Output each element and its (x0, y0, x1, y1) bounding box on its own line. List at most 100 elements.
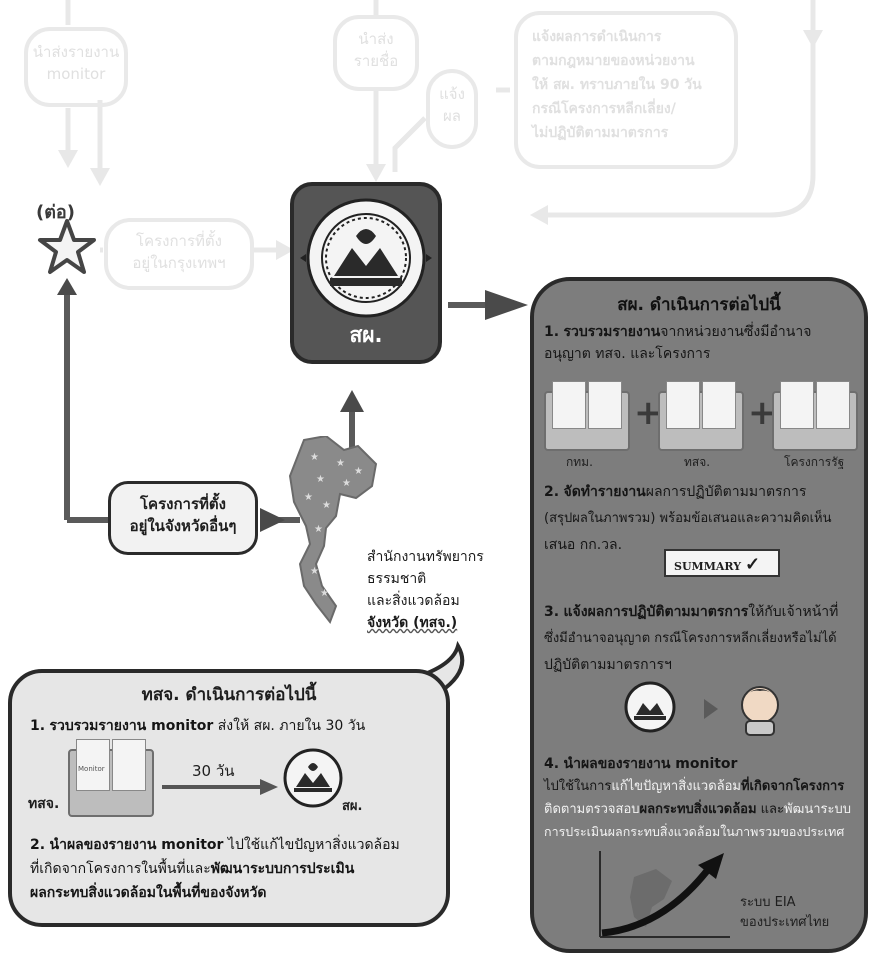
right-step3-bold: แจ้งผลการปฏิบัติตามมาตรการ (563, 604, 749, 620)
svg-text:★: ★ (314, 524, 323, 535)
right-step4-line3d: พัฒนาระบบ (784, 802, 851, 817)
folder-provincial-icon (658, 381, 744, 451)
svg-text:★: ★ (316, 474, 325, 485)
provincial-office-line4: จังหวัด (ทสจ.) (367, 615, 458, 631)
left-from-label: ทสจ. (28, 796, 60, 812)
left-step2-line3: ผลกระทบสิ่งแวดล้อมในพื้นที่ของจังหวัด (30, 885, 267, 901)
svg-text:★: ★ (322, 500, 331, 511)
faded-send-monitor-line1: นำส่งรายงาน (32, 43, 120, 61)
svg-text:★: ★ (354, 466, 363, 477)
right-step4-line3c: และ (756, 802, 785, 817)
provincial-office-panel: ทสจ. ดำเนินการต่อไปนี้ 1. รวบรวมรายงาน m… (8, 669, 450, 927)
provincial-office-line1: สำนักงานทรัพยากร (367, 549, 484, 565)
folder-label-bangkok: กทม. (566, 455, 593, 469)
notify-official-illustration (624, 681, 779, 736)
summary-badge: SUMMARY ✓ (664, 549, 780, 577)
right-step2-line2: (สรุปผลในภาพรวม) พร้อมข้อเสนอและความคิดเ… (544, 511, 832, 526)
right-step4-line2c: ที่เกิดจากโครงการ (740, 779, 845, 794)
folder-bangkok-icon (544, 381, 630, 451)
thailand-map-icon: ★★★ ★★★ ★★★ ★ (288, 436, 378, 625)
right-step3-rest: ให้กับเจ้าหน้าที่ (748, 604, 839, 620)
right-step4-line3b: ผลกระทบสิ่งแวดล้อม (639, 802, 757, 817)
faded-notify-law-line5: ไม่ปฏิบัติตามมาตรการ (532, 125, 669, 141)
faded-notify-law-box: แจ้งผลการดำเนินการ ตามกฎหมายของหน่วยงาน … (514, 11, 738, 169)
svg-text:★: ★ (310, 452, 319, 463)
days-label: 30 วัน (192, 762, 235, 780)
left-panel-title: ทสจ. ดำเนินการต่อไปนี้ (141, 685, 317, 705)
province-projects-line1: โครงการที่ตั้ง (140, 495, 226, 513)
right-step4-line3a: ติดตามตรวจสอบ (544, 802, 640, 817)
right-step1-rest: จากหน่วยงานซึ่งมีอำนาจ (660, 324, 812, 340)
left-step2-bold: นำผลของรายงาน monitor (49, 837, 224, 853)
faded-send-names-box: นำส่ง รายชื่อ (333, 15, 419, 91)
left-step1-rest: ส่งให้ สผ. ภายใน 30 วัน (213, 718, 366, 734)
svg-text:★: ★ (342, 478, 351, 489)
left-monitor-folder-icon: Monitor (68, 739, 154, 817)
plus-icon: + (634, 393, 663, 433)
right-step4-line2a: ไปใช้ในการ (544, 779, 612, 794)
growth-chart-icon (599, 851, 730, 938)
svg-text:★: ★ (310, 566, 319, 577)
eia-label-line1: ระบบ EIA (740, 895, 796, 910)
faded-notify-law-line1: แจ้งผลการดำเนินการ (532, 29, 662, 45)
onep-small-logo (283, 748, 343, 808)
left-step2-num: 2. (30, 837, 46, 853)
svg-text:★: ★ (336, 458, 345, 469)
left-step2-line2a: ที่เกิดจากโครงการในพื้นที่และ (30, 861, 211, 877)
right-step1-num: 1. (544, 324, 560, 340)
right-step3-line2: ซึ่งมีอำนาจอนุญาต กรณีโครงการหลีกเลี่ยงห… (544, 631, 837, 646)
province-projects-box: โครงการที่ตั้ง อยู่ในจังหวัดอื่นๆ (108, 481, 258, 555)
right-panel-title: สผ. ดำเนินการต่อไปนี้ (617, 295, 781, 315)
arrow-right-icon (162, 779, 278, 795)
provincial-office-line3: และสิ่งแวดล้อม (367, 593, 460, 609)
faded-notify-law-line4: กรณีโครงการหลีกเลี่ยง/ (532, 101, 676, 117)
faded-notify-box: แจ้ง ผล (426, 69, 478, 149)
right-step3-line3: ปฏิบัติตามมาตรการฯ (544, 657, 672, 673)
eia-label: ระบบ EIA ของประเทศไทย (740, 893, 829, 933)
faded-notify-law-line2: ตามกฎหมายของหน่วยงาน (532, 53, 695, 69)
left-to-label: สผ. (342, 799, 363, 814)
province-projects-line2: อยู่ในจังหวัดอื่นๆ (129, 517, 237, 535)
left-folder-doc-label: Monitor (78, 765, 105, 773)
onep-label: สผ. (349, 323, 383, 347)
faded-bangkok-box: โครงการที่ตั้ง อยู่ในกรุงเทพฯ (104, 218, 254, 290)
onep-actions-panel: สผ. ดำเนินการต่อไปนี้ 1. รวบรวมรายงานจาก… (530, 277, 868, 953)
checkmark-icon: ✓ (744, 554, 761, 575)
faded-send-monitor-box: นำส่งรายงาน monitor (24, 27, 128, 107)
faded-bangkok-line2: อยู่ในกรุงเทพฯ (132, 254, 226, 272)
plus-icon: + (748, 393, 777, 433)
right-step1-bold: รวบรวมรายงาน (563, 324, 661, 340)
onep-box: สผ. (290, 182, 442, 364)
svg-text:★: ★ (304, 492, 313, 503)
left-step2-line2b: พัฒนาระบบการประเมิน (210, 861, 355, 877)
right-step2-num: 2. (544, 484, 560, 500)
faded-send-names-line1: นำส่ง (358, 30, 394, 48)
right-step4-line4: การประเมินผลกระทบสิ่งแวดล้อมในภาพรวมของป… (544, 824, 845, 839)
right-step1-line2: อนุญาต ทสจ. และโครงการ (544, 346, 711, 362)
right-step4-bold: นำผลของรายงาน monitor (563, 756, 738, 772)
folder-label-provincial: ทสจ. (684, 455, 711, 469)
right-step2-bold: จัดทำรายงาน (563, 484, 646, 500)
faded-notify-line1: แจ้ง (439, 85, 465, 103)
faded-send-monitor-line2: monitor (46, 65, 106, 83)
right-step2-rest: ผลการปฏิบัติตามมาตรการ (645, 484, 807, 500)
star-icon (38, 219, 96, 274)
right-step3-num: 3. (544, 604, 560, 620)
left-step1-bold: รวบรวมรายงาน monitor (49, 718, 214, 734)
faded-send-names-line2: รายชื่อ (353, 52, 399, 70)
onep-logo (300, 198, 432, 318)
faded-notify-line2: ผล (443, 107, 461, 125)
faded-notify-law-line3: ให้ สผ. ทราบภายใน 90 วัน (532, 77, 702, 93)
eia-label-line2: ของประเทศไทย (740, 915, 830, 930)
provincial-office-label: สำนักงานทรัพยากร ธรรมชาติ และสิ่งแวดล้อม… (367, 546, 484, 634)
folder-government-icon (772, 381, 858, 451)
provincial-office-line2: ธรรมชาติ (367, 571, 427, 587)
left-step2-rest: ไปใช้แก้ไขปัญหาสิ่งแวดล้อม (223, 837, 400, 853)
folder-label-government: โครงการรัฐ (784, 455, 845, 469)
svg-text:★: ★ (320, 588, 329, 599)
right-step4-num: 4. (544, 756, 560, 772)
right-step2-line3: เสนอ กก.วล. (544, 537, 623, 553)
right-step4-line2b: แก้ไขปัญหาสิ่งแวดล้อม (611, 779, 741, 794)
left-step1-num: 1. (30, 718, 46, 734)
